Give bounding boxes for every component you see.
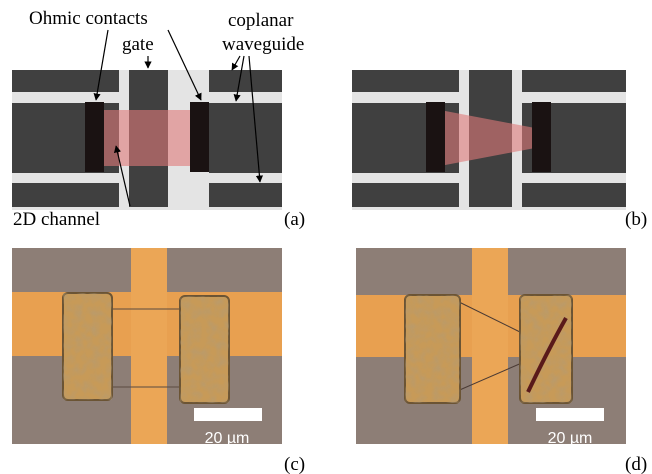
panel-a-label: (a) [284,209,305,230]
arrow-contact-left [93,29,109,101]
flake-fold [526,317,568,393]
scale-label-c: 20 µm [205,430,250,447]
schematic-a [12,70,282,210]
contact-texture [405,295,460,403]
gate-label: gate [122,34,154,55]
ground-strip [522,70,626,92]
signal-line-right [209,103,282,173]
panel-b-label: (b) [625,209,647,230]
scale-label-d: 20 µm [548,430,593,447]
ground-strip [12,70,119,92]
coplanar-label: coplanar [228,10,294,31]
flake-edge [454,299,525,335]
panel-d-label: (d) [625,454,647,474]
schematic-b [352,70,626,210]
channel-tapered [440,110,535,166]
ohmic-contact-left [85,102,104,172]
gate-line [472,248,508,444]
scale-bar-d [536,408,604,421]
ohmic-contact-right [532,102,551,172]
ground-strip [12,183,119,207]
contact-texture [180,296,229,403]
scale-bar-c [194,408,262,421]
waveguide-label: waveguide [222,34,304,55]
arrow-waveguide-2 [233,55,245,102]
micrograph-c: 20 µm [12,248,282,447]
arrow-waveguide-1 [231,55,241,71]
arrow-channel [113,145,131,207]
flake-edge [454,361,525,393]
contact-texture [520,295,572,403]
contact-texture [63,293,112,400]
ground-strip [352,70,459,92]
arrow-waveguide-3 [248,55,264,183]
gate-line [131,248,167,444]
ohmic-contact-right [190,102,209,172]
arrow-contact-right [167,29,202,101]
ohmic-contact-left [426,102,445,172]
annotation-arrows [93,29,264,207]
ground-strip [209,183,282,207]
ohmic-contacts-label: Ohmic contacts [29,8,148,29]
channel [96,110,201,166]
panel-c-label: (c) [284,454,305,474]
ground-strip [352,183,459,207]
micrograph-d: 20 µm [356,248,626,447]
channel-label: 2D channel [13,209,100,230]
ground-strip [522,183,626,207]
ground-strip [209,70,282,92]
